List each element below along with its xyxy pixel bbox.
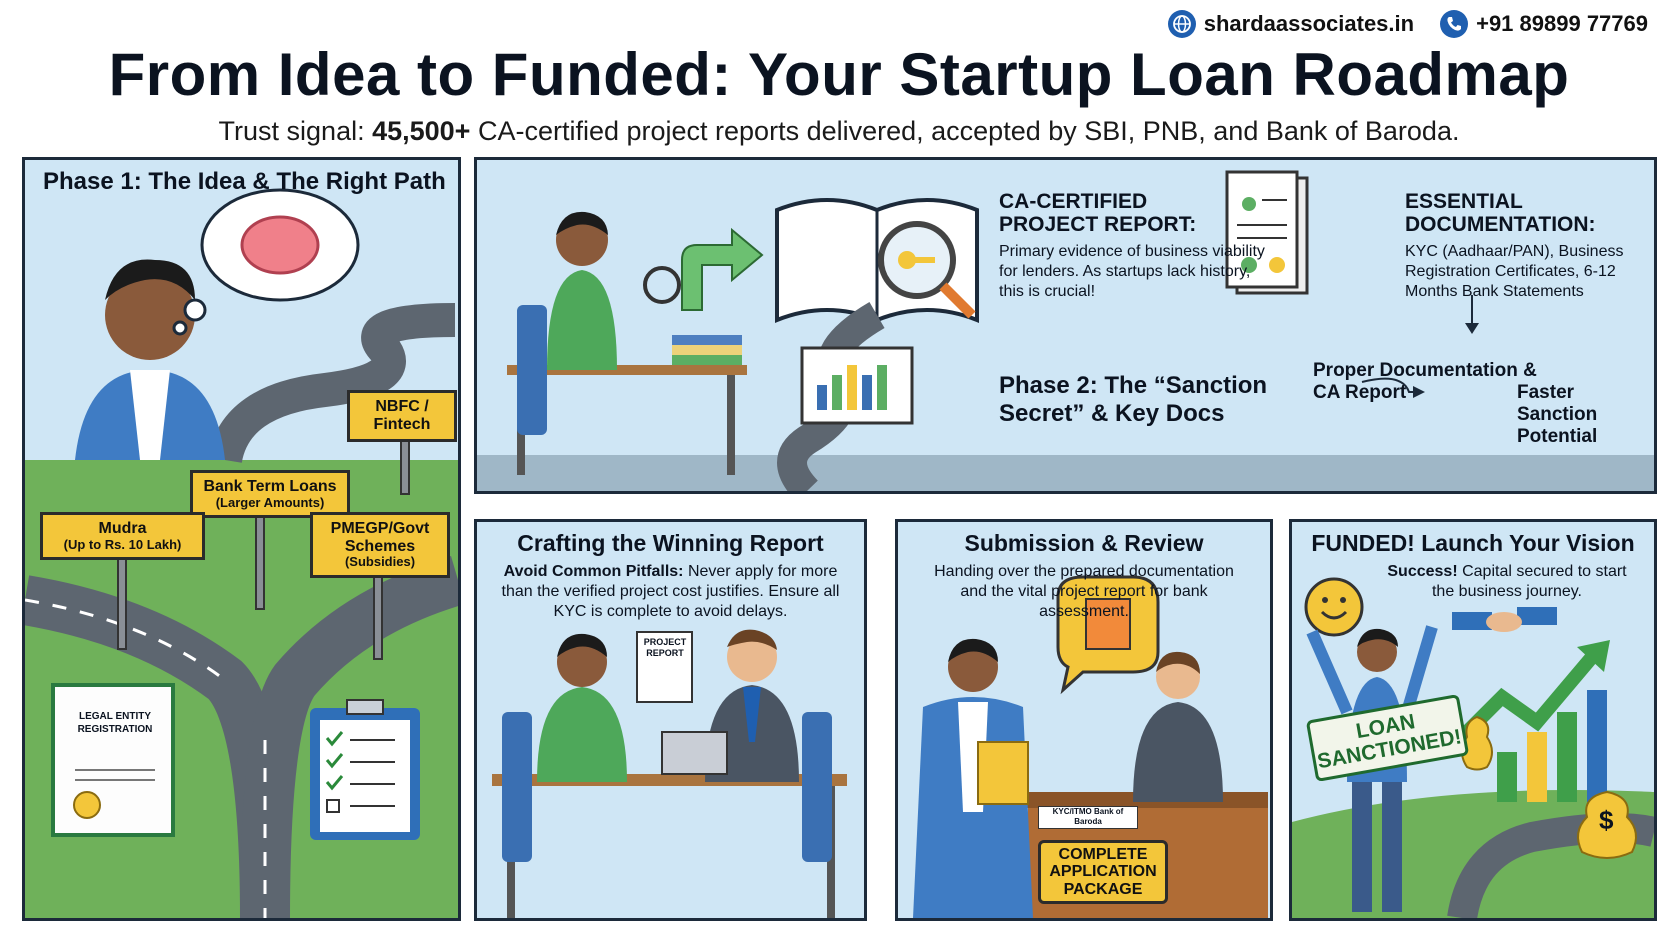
- trust-prefix: Trust signal:: [218, 116, 373, 146]
- phone-text: +91 89899 77769: [1476, 11, 1648, 36]
- crafting-body: Never apply for more than the verified p…: [501, 563, 840, 620]
- sign-mudra-label: Mudra: [98, 520, 147, 538]
- sign-bank-term-sub: (Larger Amounts): [215, 494, 325, 510]
- report-text: Primary evidence of business viability f…: [999, 243, 1265, 300]
- contact-bar: shardaassociates.in +91 89899 77769: [1167, 10, 1648, 38]
- phase1-title: Phase 1: The Idea & The Right Path: [43, 168, 446, 195]
- sign-pmegp-sub: (Subsidies): [344, 554, 416, 570]
- phone-link[interactable]: +91 89899 77769: [1440, 10, 1648, 38]
- docs-title: ESSENTIAL DOCUMENTATION:: [1405, 190, 1596, 237]
- crafting-title: Crafting the Winning Report: [517, 530, 824, 556]
- trust-count: 45,500+: [372, 116, 471, 146]
- trust-signal: Trust signal: 45,500+ CA-certified proje…: [0, 116, 1678, 147]
- phase1-scene: [25, 188, 458, 918]
- project-report-label: PROJECT REPORT: [643, 637, 687, 658]
- website-text: shardaassociates.in: [1203, 11, 1415, 36]
- phase1-panel: Phase 1: The Idea & The Right Path NBFC …: [22, 157, 461, 921]
- globe-icon: [1167, 10, 1196, 38]
- crafting-text: Avoid Common Pitfalls: Never apply for m…: [493, 562, 848, 622]
- website-link[interactable]: shardaassociates.in: [1167, 10, 1415, 38]
- sign-nbfc: NBFC / Fintech: [347, 390, 457, 442]
- funded-scene: [1292, 577, 1654, 918]
- flow-left: Proper Documentation & CA Report: [1313, 360, 1537, 403]
- sign-bank-term-label: Bank Term Loans: [203, 478, 337, 496]
- crafting-lead: Avoid Common Pitfalls:: [503, 563, 684, 580]
- phase2-title: Phase 2: The “Sanction Secret” & Key Doc…: [999, 372, 1268, 427]
- complete-package-label: COMPLETE APPLICATION PACKAGE: [1038, 840, 1168, 904]
- sign-mudra: Mudra (Up to Rs. 10 Lakh): [40, 512, 205, 560]
- flow-right: Faster Sanction Potential: [1517, 382, 1598, 447]
- report-title: CA-CERTIFIED PROJECT REPORT:: [999, 190, 1197, 237]
- phase2-scene: [477, 170, 1654, 491]
- funded-text: Success! Capital secured to start the bu…: [1382, 562, 1632, 602]
- funded-title: FUNDED! Launch Your Vision: [1311, 530, 1635, 556]
- page-title: From Idea to Funded: Your Startup Loan R…: [108, 41, 1570, 108]
- phase2-panel: CA-CERTIFIED PROJECT REPORT: Primary evi…: [474, 157, 1657, 494]
- submission-text: Handing over the prepared documentation …: [934, 563, 1234, 620]
- funded-lead: Success!: [1387, 563, 1458, 580]
- desk-label: KYC/ITMO Bank of Baroda: [1038, 806, 1138, 829]
- dollar-icon: $: [1599, 805, 1614, 835]
- trust-suffix: CA-certified project reports delivered, …: [470, 116, 1460, 146]
- submission-panel: Submission & Review Handing over the pre…: [895, 519, 1273, 921]
- sign-pmegp: PMEGP/Govt Schemes (Subsidies): [310, 512, 450, 578]
- docs-text: KYC (Aadhaar/PAN), Business Registration…: [1405, 243, 1624, 300]
- crafting-scene: [492, 629, 847, 918]
- submission-title: Submission & Review: [964, 530, 1204, 556]
- crafting-panel: Crafting the Winning Report Avoid Common…: [474, 519, 867, 921]
- sign-mudra-sub: (Up to Rs. 10 Lakh): [63, 536, 182, 552]
- funded-body: Capital secured to start the business jo…: [1431, 563, 1627, 600]
- phone-icon: [1440, 10, 1469, 38]
- certificate-label: LEGAL ENTITY REGISTRATION: [77, 711, 153, 735]
- sign-bank-term: Bank Term Loans (Larger Amounts): [190, 470, 350, 518]
- sign-nbfc-label: NBFC / Fintech: [373, 398, 431, 433]
- funded-panel: FUNDED! Launch Your Vision Success! Capi…: [1289, 519, 1657, 921]
- sign-pmegp-label: PMEGP/Govt Schemes: [330, 520, 430, 555]
